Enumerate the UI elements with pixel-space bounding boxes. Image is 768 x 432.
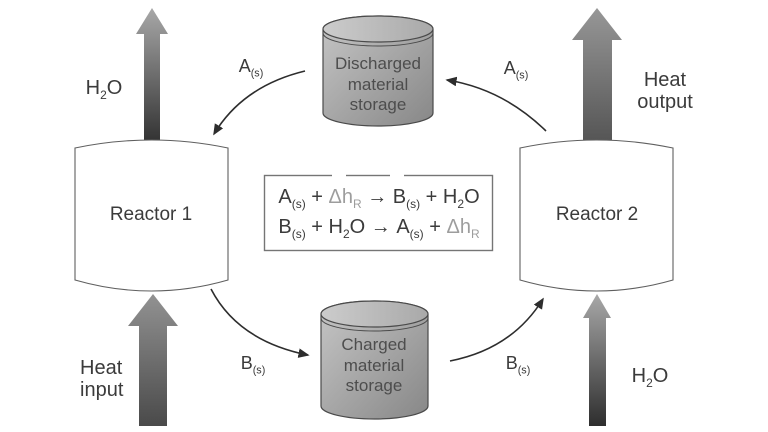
charged-storage-cylinder bbox=[320, 300, 429, 420]
b-from-reactor1-label: B(s) bbox=[240, 353, 266, 377]
a-to-reactor1-label: A(s) bbox=[238, 56, 264, 80]
flow-arrow-b-to-reactor2 bbox=[449, 297, 544, 362]
reactor2-vessel bbox=[519, 139, 674, 292]
heat-output-arrow bbox=[572, 8, 622, 140]
flow-arrow-a-to-reactor1 bbox=[213, 70, 306, 136]
discharged-storage-cylinder bbox=[322, 15, 434, 127]
h2o-inflow-arrow bbox=[583, 294, 611, 426]
equation-charge-reaction: A(s) + ΔhR → B(s) + H2O bbox=[278, 186, 480, 211]
flow-arrow-b-from-reactor1 bbox=[210, 288, 310, 358]
h2o-outflow-label: H2O bbox=[85, 77, 123, 102]
a-from-reactor2-label: A(s) bbox=[503, 58, 529, 82]
reactor1-vessel bbox=[74, 139, 229, 292]
reactor2-label: Reactor 2 bbox=[555, 204, 639, 225]
h2o-outflow-arrow bbox=[136, 8, 168, 140]
equation-discharge-reaction: B(s) + H2O → A(s) + ΔhR bbox=[278, 216, 480, 241]
heat-input-arrow bbox=[128, 294, 178, 426]
flow-arrow-a-from-reactor2 bbox=[445, 76, 547, 132]
equation-box bbox=[263, 171, 494, 252]
h2o-inflow-label: H2O bbox=[631, 365, 669, 390]
b-to-reactor2-label: B(s) bbox=[505, 353, 531, 377]
reactor1-label: Reactor 1 bbox=[109, 204, 193, 225]
